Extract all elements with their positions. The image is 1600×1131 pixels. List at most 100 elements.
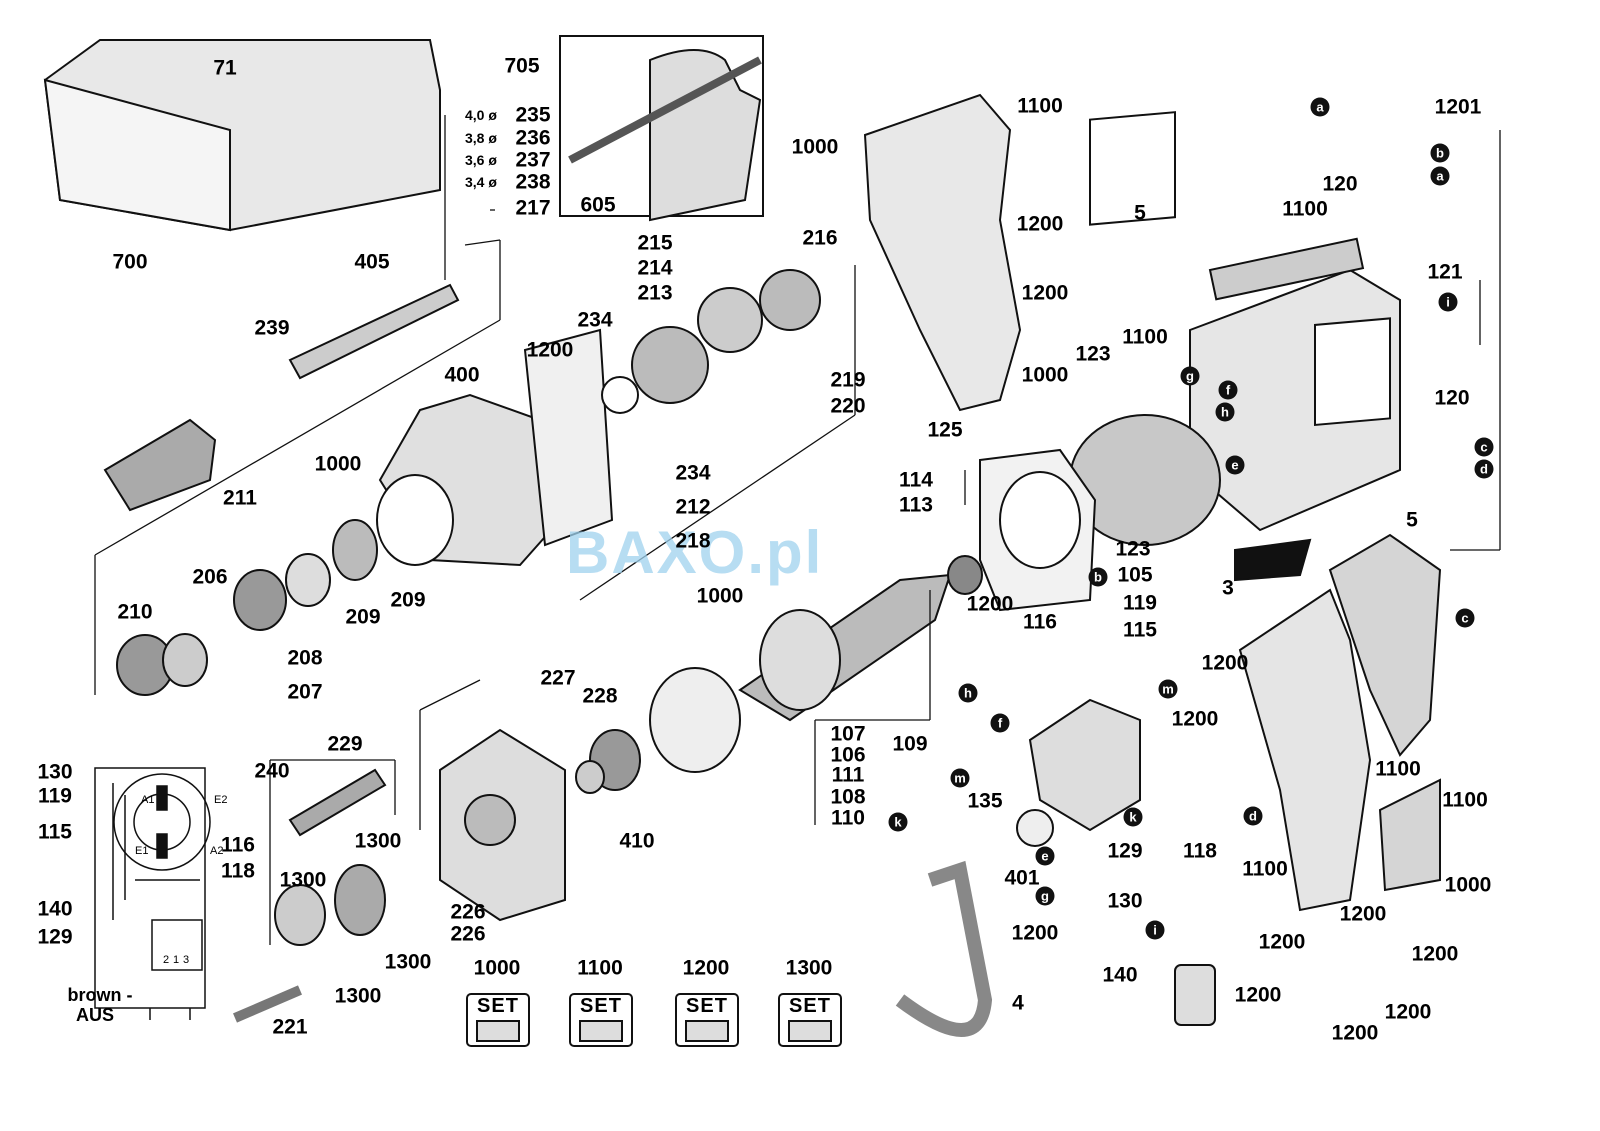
connector-letter-badge: h — [958, 683, 978, 703]
connector-letter-badge: m — [950, 768, 970, 788]
drill-diameter-label: 3,8 ø — [465, 130, 497, 146]
terminal-label: A1 — [141, 794, 155, 806]
part-number-label: 118 — [1183, 839, 1217, 863]
part-number-label: 211 — [223, 486, 257, 510]
part-number-label: 1000 — [791, 135, 839, 159]
leader-line — [579, 414, 856, 601]
part-number-label: 212 — [675, 495, 711, 519]
set-label: SET — [686, 995, 728, 1017]
power-cable — [895, 860, 993, 1037]
drill-diameter-label: 3,6 ø — [465, 152, 497, 168]
connector-letter-badge: b — [1430, 143, 1450, 163]
part-number-label: 209 — [390, 588, 426, 612]
label-strip — [1234, 538, 1312, 582]
rear-handle-housing — [863, 93, 1022, 412]
set-box: SET — [569, 993, 633, 1047]
part-number-label: 1000 — [1444, 873, 1492, 897]
part-number-label: 236 — [515, 126, 551, 150]
part-number-label: 228 — [582, 684, 618, 708]
circuit-wire-label: 118 — [221, 859, 255, 883]
speed-wheel — [1016, 809, 1054, 847]
handle-cover — [1378, 778, 1441, 892]
part-number-label: 216 — [802, 226, 838, 250]
connector-letter-badge: a — [1430, 166, 1450, 186]
drill-diameter-label: 3,4 ø — [465, 174, 497, 190]
connector-letter-badge: a — [1310, 97, 1330, 117]
part-number-label: 111 — [831, 763, 865, 787]
screw-icon — [476, 1020, 520, 1042]
set-label: SET — [477, 995, 519, 1017]
part-number-label: 129 — [1107, 839, 1143, 863]
set-number-label: 1200 — [682, 956, 730, 980]
set-box: SET — [675, 993, 739, 1047]
part-number-label: 400 — [444, 363, 480, 387]
leader-line — [464, 239, 501, 246]
set-box: SET — [466, 993, 530, 1047]
part-number-label: 219 — [830, 368, 866, 392]
connector-letter-badge: e — [1225, 455, 1245, 475]
part-number-label: 1100 — [1375, 757, 1421, 781]
bearing-flange-bore — [999, 471, 1081, 569]
part-number-label: 218 — [675, 529, 711, 553]
part-number-label: 207 — [287, 680, 323, 704]
leader-line — [94, 319, 501, 556]
switch-symbol — [151, 919, 203, 971]
set-label: SET — [580, 995, 622, 1017]
part-number-label: 114 — [899, 468, 933, 492]
part-number-label: 705 — [504, 54, 540, 78]
part-number-label: 206 — [192, 565, 228, 589]
set-box: SET — [778, 993, 842, 1047]
intermediate-plate — [523, 328, 614, 547]
handle-half-left — [1238, 588, 1372, 912]
part-number-label: 71 — [213, 56, 237, 80]
circuit-wire-label: 130 — [37, 760, 73, 784]
carry-case-side — [43, 78, 231, 232]
part-number-label: 1000 — [314, 452, 362, 476]
part-number-label: 1200 — [1258, 930, 1306, 954]
connector-letter-badge: b — [1088, 567, 1108, 587]
part-number-label: 1201 — [1434, 95, 1482, 119]
part-number-label: 1000 — [696, 584, 744, 608]
terminal-label: 3 — [183, 954, 190, 966]
part-number-label: 227 — [540, 666, 576, 690]
part-number-label: 1300 — [334, 984, 382, 1008]
gear-housing-bore — [376, 474, 454, 566]
part-number-label: 130 — [1107, 889, 1143, 913]
part-number-label: 123 — [1075, 342, 1111, 366]
part-number-label: 605 — [580, 193, 616, 217]
terminal-label: E1 — [135, 845, 149, 857]
part-number-label: 410 — [619, 829, 655, 853]
part-number-label: 116 — [1023, 610, 1057, 634]
part-number-label: 1200 — [966, 592, 1014, 616]
part-number-label: 1300 — [279, 868, 327, 892]
bearing-ring — [575, 760, 605, 794]
drill-diameter-label: 4,0 ø — [465, 107, 497, 123]
part-number-label: 215 — [637, 231, 673, 255]
part-number-label: 109 — [892, 732, 928, 756]
part-number-label: 220 — [830, 394, 866, 418]
gear — [631, 326, 709, 404]
leader-line — [419, 679, 481, 711]
part-number-label: 1200 — [1411, 942, 1459, 966]
part-number-label: 4 — [1012, 991, 1024, 1015]
set-number-label: 1000 — [473, 956, 521, 980]
part-number-label: 121 — [1427, 260, 1463, 284]
connector-letter-badge: f — [990, 713, 1010, 733]
part-number-label: 1200 — [1201, 651, 1249, 675]
spindle — [288, 283, 460, 380]
connector-letter-badge: c — [1474, 437, 1494, 457]
small-parts-icon — [685, 1020, 729, 1042]
connector-letter-badge: h — [1215, 402, 1235, 422]
part-number-label: 1300 — [354, 829, 402, 853]
motor-symbol — [113, 773, 211, 871]
connector-letter-badge: e — [1035, 846, 1055, 866]
part-number-label: 1100 — [1017, 94, 1063, 118]
air-guide-plate — [649, 667, 741, 773]
part-number-label: 1200 — [1011, 921, 1059, 945]
part-number-label: 208 — [287, 646, 323, 670]
part-number-label: 1100 — [1442, 788, 1488, 812]
type-plate — [1089, 111, 1176, 226]
ratchet-disc — [332, 519, 378, 581]
connector-letter-badge: m — [1158, 679, 1178, 699]
